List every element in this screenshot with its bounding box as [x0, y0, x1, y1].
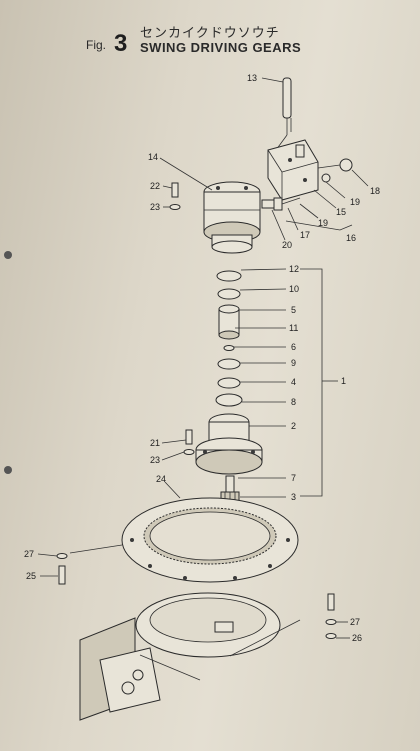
callout-5: 5 [291, 305, 296, 315]
stacked-gear-parts [215, 270, 243, 407]
callout-27b: 27 [350, 617, 360, 627]
title-english: SWING DRIVING GEARS [140, 40, 302, 55]
callout-14: 14 [148, 152, 158, 162]
callout-13: 13 [247, 73, 257, 83]
swing-motor-part [203, 181, 261, 254]
callout-10: 10 [289, 284, 299, 294]
binder-hole [4, 251, 12, 259]
callout-19: 19 [350, 197, 360, 207]
callout-21: 21 [150, 438, 160, 448]
callout-4: 4 [291, 377, 296, 387]
callout-24: 24 [156, 474, 166, 484]
figure-label: Fig. [86, 38, 107, 52]
callout-19b: 19 [318, 218, 328, 228]
upper-frame-base [79, 592, 301, 721]
callout-17: 17 [300, 230, 310, 240]
callout-labels: 13 14 22 23 18 19 15 17 19 16 20 12 10 5… [24, 73, 380, 643]
callout-8: 8 [291, 397, 296, 407]
callout-1: 1 [341, 376, 346, 386]
control-valve-part [267, 139, 353, 201]
callout-15: 15 [336, 207, 346, 217]
lever-part [275, 77, 292, 151]
bracket-group-16 [285, 220, 353, 231]
callout-18: 18 [370, 186, 380, 196]
callout-20: 20 [282, 240, 292, 250]
callout-7: 7 [291, 473, 296, 483]
binder-hole [4, 466, 12, 474]
bolt-25 [56, 553, 68, 585]
bolt-22 [169, 182, 181, 210]
callout-3: 3 [291, 492, 296, 502]
callout-6: 6 [291, 342, 296, 352]
bracket-group-1 [300, 268, 323, 497]
callout-16: 16 [346, 233, 356, 243]
callout-23: 23 [150, 202, 160, 212]
callout-22: 22 [150, 181, 160, 191]
callout-11: 11 [289, 323, 298, 333]
callout-26: 26 [352, 633, 362, 643]
leader-lines [37, 77, 369, 639]
callout-12: 12 [289, 264, 299, 274]
callout-25: 25 [26, 571, 36, 581]
reduction-housing-part [195, 413, 263, 475]
figure-number: 3 [114, 30, 128, 57]
title-japanese: センカイクドウソウチ [140, 25, 280, 40]
callout-27: 27 [24, 549, 34, 559]
bolt-26 [325, 593, 337, 639]
swing-ring-gear-part [121, 497, 299, 583]
hose-fitting-part [261, 197, 301, 211]
callout-23b: 23 [150, 455, 160, 465]
callout-9: 9 [291, 358, 296, 368]
bolt-21 [183, 429, 195, 455]
callout-2: 2 [291, 421, 296, 431]
